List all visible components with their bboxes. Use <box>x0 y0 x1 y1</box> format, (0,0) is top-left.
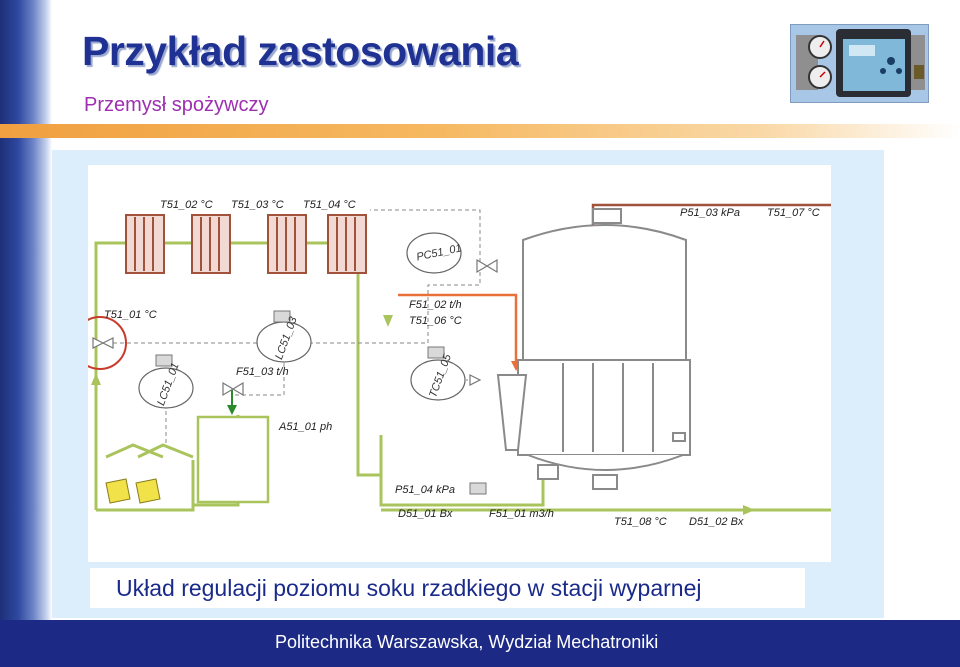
diagram-caption: Układ regulacji poziomu soku rzadkiego w… <box>90 568 805 608</box>
label-f51-02: F51_02 t/h <box>409 299 462 311</box>
page-title: Przykład zastosowania <box>82 28 519 74</box>
label-t51-01: T51_01 °C <box>104 309 157 321</box>
label-d51-01: D51_01 Bx <box>398 508 453 520</box>
orange-divider <box>0 124 960 138</box>
controller-lc51-01 <box>138 367 194 409</box>
label-t51-06: T51_06 °C <box>409 315 462 327</box>
left-gradient-bar <box>0 0 52 667</box>
flow-arrow-mid <box>383 315 393 327</box>
footer-bar: Politechnika Warszawska, Wydział Mechatr… <box>0 620 960 667</box>
label-d51-02: D51_02 Bx <box>689 516 744 528</box>
flow-arrow-left <box>91 373 101 385</box>
label-t51-03: T51_03 °C <box>231 199 284 211</box>
label-t51-08: T51_08 °C <box>614 516 667 528</box>
label-t51-07: T51_07 °C <box>767 207 820 219</box>
label-t51-02: T51_02 °C <box>160 199 213 211</box>
green-feed-arrow <box>227 405 237 415</box>
footer-text: Politechnika Warszawska, Wydział Mechatr… <box>275 632 659 652</box>
label-p51-04: P51_04 kPa <box>395 484 455 496</box>
valves <box>92 258 498 397</box>
heat-exchangers <box>125 214 367 274</box>
controller-pc51-01 <box>406 232 462 274</box>
process-diagram: PC51_01 LC51_03 LC51_01 TC51_05 T51_02 °… <box>73 165 831 562</box>
page-subtitle: Przemysł spożywczy <box>84 94 269 116</box>
feed-tank <box>196 415 270 504</box>
label-f51-01: F51_01 m3/h <box>489 508 554 520</box>
label-f51-03: F51_03 t/h <box>236 366 289 378</box>
positioner-device-image <box>790 24 929 103</box>
flow-arrow-right <box>743 505 755 515</box>
controller-tc51-05 <box>410 359 466 401</box>
label-t51-04: T51_04 °C <box>303 199 356 211</box>
label-p51-03: P51_03 kPa <box>680 207 740 219</box>
label-a51-01: A51_01 ph <box>278 421 332 433</box>
caption-text: Układ regulacji poziomu soku rzadkiego w… <box>116 575 702 601</box>
orange-pipe <box>398 293 518 363</box>
evaporator-tank <box>496 208 691 490</box>
pumps <box>105 478 161 504</box>
